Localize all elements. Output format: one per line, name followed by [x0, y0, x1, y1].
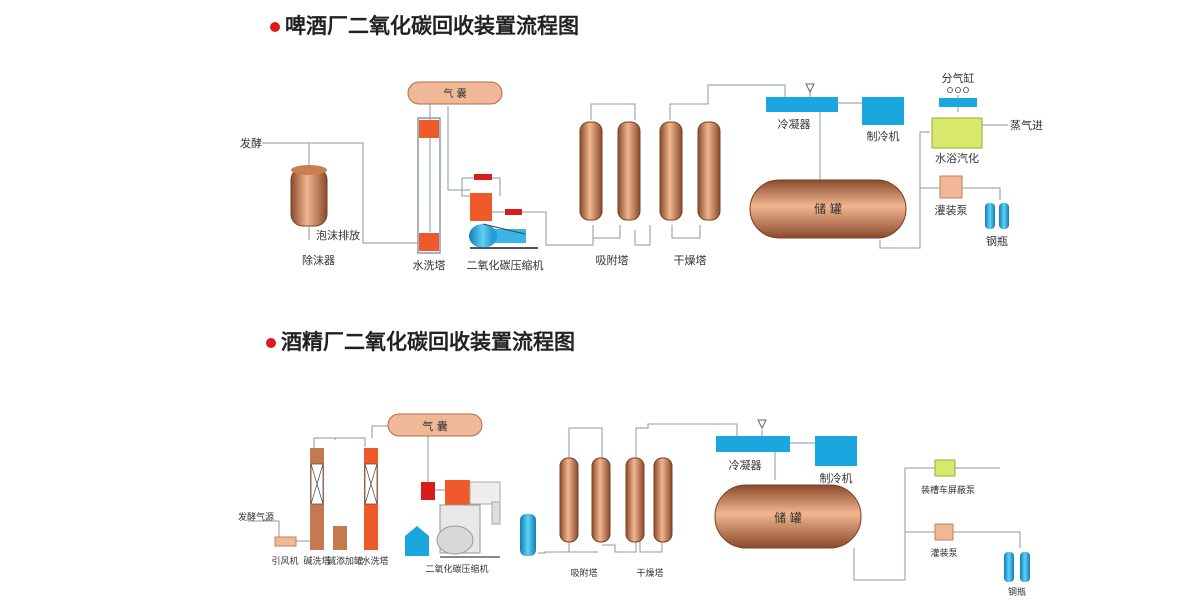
pipe [371, 425, 390, 438]
gas-cylinders [985, 203, 1009, 229]
pipe [262, 142, 310, 163]
chiller [862, 97, 904, 125]
label-alcohol-airbag: 气 囊 [422, 419, 448, 433]
label-cylinder: 钢瓶 [986, 234, 1008, 248]
label-alcohol-water-wash: 水洗塔 [361, 555, 388, 567]
alcohol-diagram [248, 423, 1021, 581]
label-alcohol-filling-pump: 灌装泵 [930, 547, 957, 559]
label-tanker-pump: 装槽车屏蔽泵 [921, 484, 975, 496]
alcohol-title-text: 酒精厂二氧化碳回收装置流程图 [281, 330, 575, 354]
label-gas-source: 发酵气源 [238, 511, 274, 523]
alcohol-dry-towers [625, 457, 673, 543]
compressor-unit [469, 174, 538, 249]
alcohol-airbag [387, 413, 483, 437]
pipe [447, 106, 470, 191]
pipe [316, 437, 366, 447]
label-water-wash: 水洗塔 [413, 259, 446, 272]
pipe [522, 211, 594, 246]
filling-pump [939, 175, 963, 199]
adsorb-towers [579, 121, 641, 221]
label-alcohol-adsorb: 吸附塔 [570, 567, 597, 579]
label-water-bath: 水浴汽化 [935, 151, 979, 165]
label-defoamer: 除沫器 [302, 253, 335, 267]
pipe [669, 84, 786, 120]
dry-towers [659, 121, 721, 221]
alcohol-condenser [716, 419, 790, 452]
label-ferment: 发酵 [240, 136, 262, 150]
pipe [592, 225, 621, 239]
beer-title-text: 啤酒厂二氧化碳回收装置流程图 [285, 14, 579, 38]
label-fan: 引风机 [271, 555, 298, 567]
alcohol-adsorb-towers [559, 457, 611, 543]
alkali-wash-tower [310, 448, 324, 550]
label-alcohol-storage: 储 罐 [774, 510, 802, 525]
airbag [407, 81, 503, 105]
beer-labels: 发酵 泡沫排放 除沫器 气 囊 水洗塔 二氧化碳压缩机 吸附塔 干燥塔 冷凝器 … [240, 71, 1043, 272]
label-steam-in: 蒸气进 [1010, 118, 1043, 132]
pipe [296, 437, 336, 542]
beer-title: 啤酒厂二氧化碳回收装置流程图 [270, 10, 579, 40]
pipe [568, 427, 603, 458]
label-adsorb: 吸附塔 [596, 253, 629, 267]
induced-draft-fan [274, 536, 297, 547]
label-chiller: 制冷机 [867, 129, 900, 143]
label-foam-drain: 泡沫排放 [316, 228, 360, 242]
alcohol-storage-tank [714, 484, 862, 549]
pipe [248, 520, 280, 537]
pipe [635, 423, 738, 458]
label-filling-pump: 灌装泵 [935, 204, 968, 217]
label-alkali-tank: 碱添加罐 [327, 555, 363, 567]
pipe [953, 531, 1021, 548]
label-alcohol-cylinder: 钢瓶 [1008, 586, 1026, 598]
label-condenser: 冷凝器 [778, 117, 811, 131]
pipe [853, 467, 935, 581]
pipe [538, 540, 570, 554]
alcohol-gas-cylinders [1004, 552, 1030, 582]
pipe [879, 187, 940, 249]
label-airbag: 气 囊 [443, 87, 466, 100]
pipe [919, 131, 930, 188]
alcohol-chiller [815, 436, 857, 466]
alcohol-filling-pump [934, 523, 954, 541]
water-bath-vaporizer [931, 117, 983, 149]
label-alcohol-compressor: 二氧化碳压缩机 [425, 563, 488, 575]
label-storage: 储 罐 [814, 201, 842, 216]
condenser [766, 83, 838, 112]
pipe [639, 540, 663, 553]
tanker-shield-pump [934, 459, 956, 477]
pipe [671, 225, 701, 239]
pipe [308, 142, 418, 244]
pipe [590, 103, 636, 120]
alcohol-buffer-tank [520, 514, 536, 556]
alcohol-compressor-unit [405, 480, 501, 558]
gas-manifold [939, 87, 977, 107]
alcohol-water-wash-tower [364, 448, 378, 550]
label-alcohol-condenser: 冷凝器 [729, 458, 762, 472]
label-dry: 干燥塔 [674, 254, 707, 267]
pipe [602, 540, 637, 553]
pipe [962, 187, 1001, 200]
bullet-icon [270, 22, 280, 32]
pipe [568, 540, 598, 553]
label-alcohol-dry: 干燥塔 [636, 567, 663, 579]
water-wash-tower [417, 117, 441, 254]
pipe [634, 225, 651, 246]
storage-tank [749, 179, 907, 239]
label-alkali-tower: 碱洗塔 [303, 555, 330, 567]
label-compressor: 二氧化碳压缩机 [467, 258, 544, 272]
bullet-icon [266, 338, 276, 348]
label-alcohol-chiller: 制冷机 [820, 471, 853, 485]
alcohol-labels: 发酵气源 引风机 碱洗塔 碱添加罐 水洗塔 气 囊 二氧化碳压缩机 吸附塔 干燥… [238, 419, 1026, 598]
label-manifold: 分气缸 [942, 71, 975, 85]
alkali-add-tank [333, 526, 347, 550]
alcohol-title: 酒精厂二氧化碳回收装置流程图 [266, 326, 575, 356]
defoamer [290, 165, 328, 227]
